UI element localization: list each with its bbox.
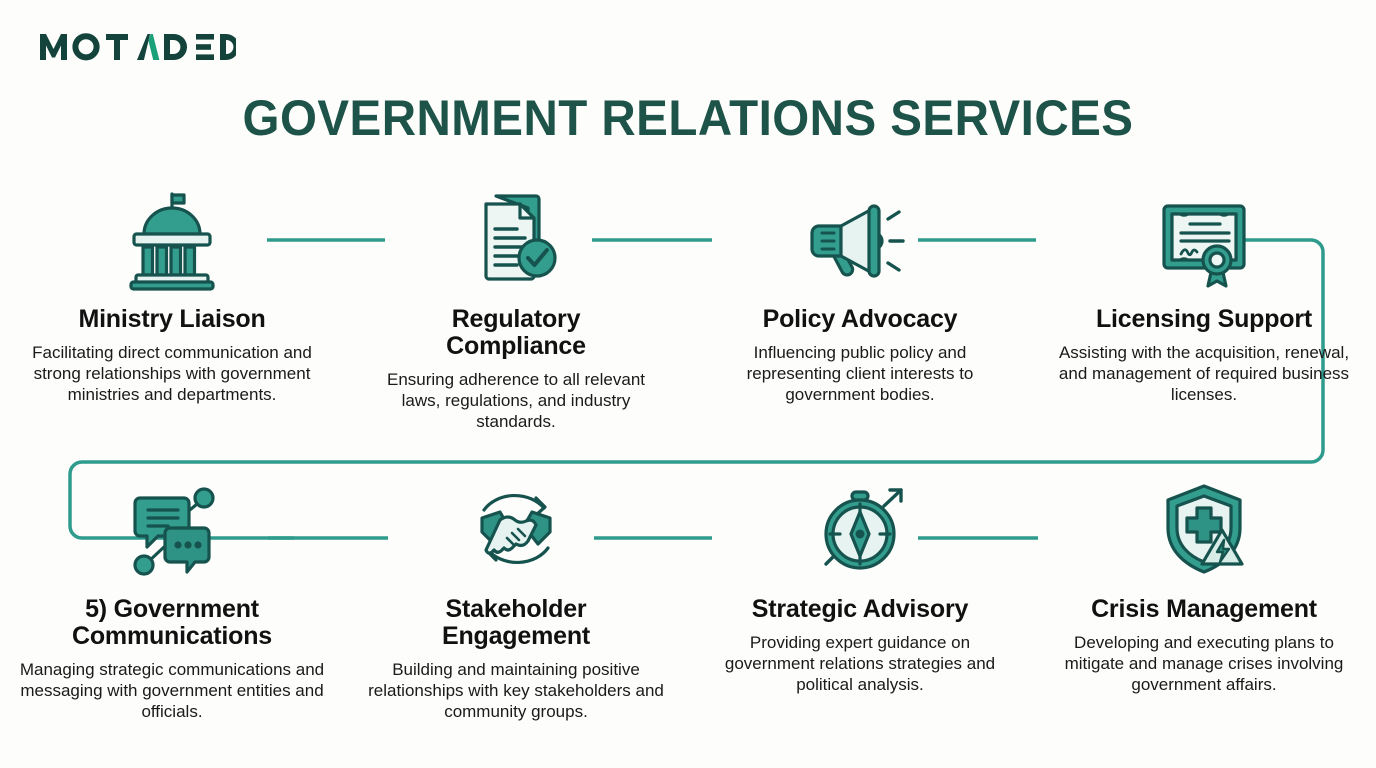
certificate-icon: [1150, 186, 1258, 294]
services-row-2: 5) Government Communications Managing st…: [0, 476, 1376, 722]
service-description: Developing and executing plans to mitiga…: [1064, 633, 1344, 694]
government-building-icon: [118, 186, 226, 294]
service-description: Influencing public policy and representi…: [746, 343, 974, 404]
service-description: Managing strategic communications and me…: [19, 660, 325, 721]
service-card-strategic-advisory[interactable]: Strategic Advisory Providing expert guid…: [688, 476, 1032, 722]
service-card-stakeholder-engagement[interactable]: Stakeholder Engagement Building and main…: [344, 476, 688, 722]
speech-bubbles-network-icon: [118, 476, 226, 584]
service-title: Stakeholder Engagement: [441, 595, 591, 650]
handshake-cycle-icon: [462, 476, 570, 584]
document-check-icon: [462, 186, 570, 294]
page-title: GOVERNMENT RELATIONS SERVICES: [242, 90, 1134, 146]
service-title: Ministry Liaison: [78, 305, 266, 333]
service-description: Facilitating direct communication and st…: [32, 343, 312, 404]
services-row-1: Ministry Liaison Facilitating direct com…: [0, 186, 1376, 432]
compass-icon: [806, 476, 914, 584]
megaphone-icon: [806, 186, 914, 294]
service-title: Policy Advocacy: [762, 305, 958, 333]
service-title: Crisis Management: [1091, 595, 1317, 623]
brand-logo: [40, 30, 236, 64]
service-card-policy-advocacy[interactable]: Policy Advocacy Influencing public polic…: [688, 186, 1032, 432]
service-title: 5) Government Communications: [72, 595, 272, 650]
service-description: Ensuring adherence to all relevant laws,…: [387, 370, 645, 431]
motaded-wordmark: [40, 33, 236, 61]
service-card-ministry-liaison[interactable]: Ministry Liaison Facilitating direct com…: [0, 186, 344, 432]
service-title: Strategic Advisory: [751, 595, 969, 623]
service-title: Regulatory Compliance: [446, 305, 586, 360]
service-card-regulatory-compliance[interactable]: Regulatory Compliance Ensuring adherence…: [344, 186, 688, 432]
service-description: Providing expert guidance on government …: [724, 633, 996, 694]
service-title: Licensing Support: [1095, 305, 1313, 333]
service-card-government-communications[interactable]: 5) Government Communications Managing st…: [0, 476, 344, 722]
service-description: Building and maintaining positive relati…: [368, 660, 664, 721]
service-card-licensing-support[interactable]: Licensing Support Assisting with the acq…: [1032, 186, 1376, 432]
shield-crisis-icon: [1150, 476, 1258, 584]
service-card-crisis-management[interactable]: Crisis Management Developing and executi…: [1032, 476, 1376, 722]
service-description: Assisting with the acquisition, renewal,…: [1058, 343, 1350, 404]
